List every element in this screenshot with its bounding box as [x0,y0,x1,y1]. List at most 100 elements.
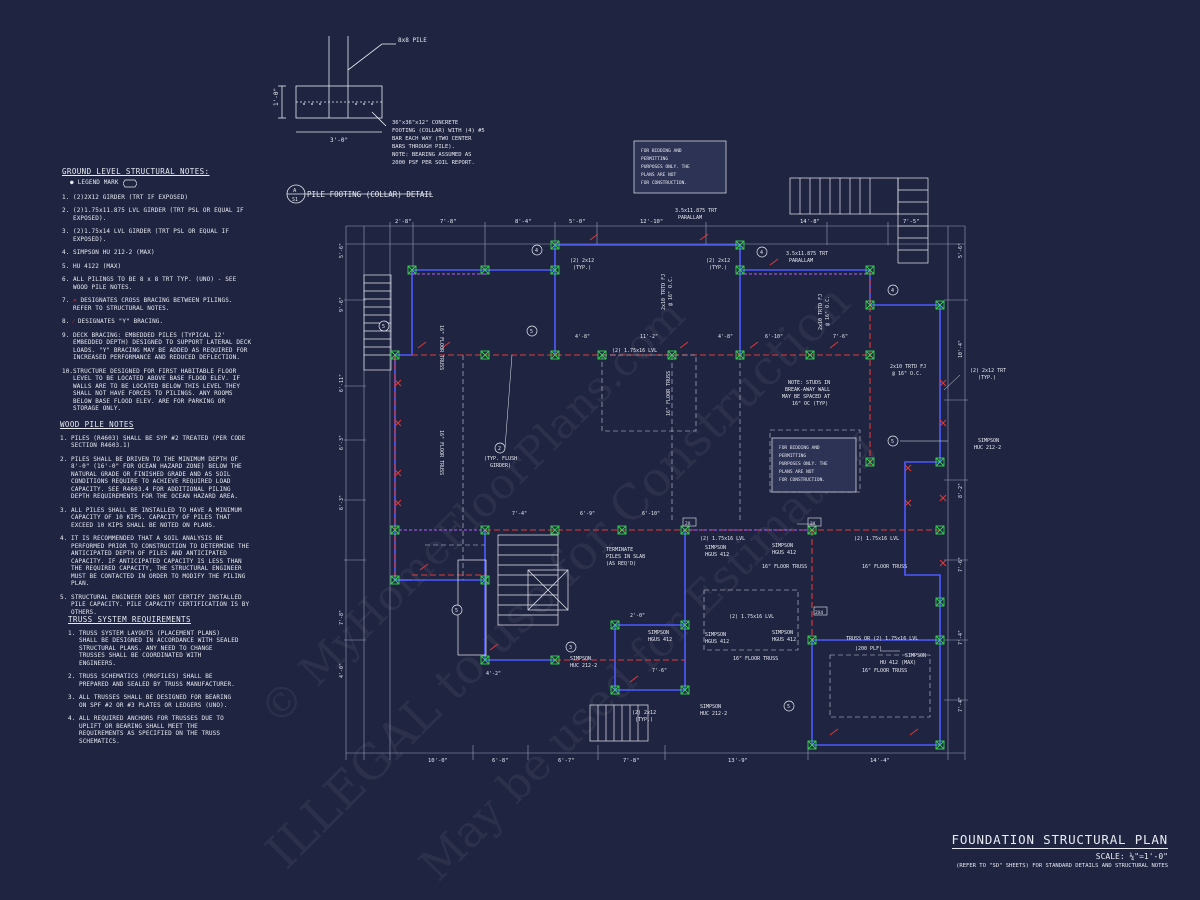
plan-labels: 3.5x11.875 TRT PARALLAM 3.5x11.875 TRT P… [438,208,1006,723]
svg-text:16" FLOOR TRUSS: 16" FLOOR TRUSS [666,371,672,416]
svg-text:36"x36"x12" CONCRETE: 36"x36"x12" CONCRETE [392,120,458,126]
ground-note-item: 2.(2)1.75x11.875 LVL GIRDER (TRT PSL OR … [62,207,244,222]
svg-text:(TYP.): (TYP.) [635,717,653,723]
svg-text:9'-6": 9'-6" [339,297,345,312]
pile-footing-detail [278,36,432,204]
truss-note-item: 4.ALL REQUIRED ANCHORS FOR TRUSSES DUE T… [68,715,224,745]
svg-text:SIMPSON: SIMPSON [705,545,726,551]
ground-level-notes: GROUND LEVEL STRUCTURAL NOTES: ● LEGEND … [62,168,253,419]
svg-text:@ 16" O.C.: @ 16" O.C. [668,276,674,306]
svg-text:HGUS 412: HGUS 412 [772,550,796,556]
wood-note-item: 1.PILES (R4603) SHALL BE SYP #2 TREATED … [60,434,246,450]
svg-text:7'-8": 7'-8" [623,758,640,764]
ground-note-item: 8.⁄ DESIGNATES "Y" BRACING. [62,318,164,325]
svg-text:(2) 1.75x16 LVL: (2) 1.75x16 LVL [700,536,745,542]
legend-mark-icon [122,179,137,187]
svg-text:MAY BE SPACED AT: MAY BE SPACED AT [782,394,830,400]
svg-text:BARS THROUGH PILE).: BARS THROUGH PILE). [392,144,455,150]
svg-text:PERMITTING: PERMITTING [641,156,668,162]
svg-text:HU 412 (MAX): HU 412 (MAX) [880,660,916,666]
svg-text:(2) 1.75x16 LVL: (2) 1.75x16 LVL [729,614,774,620]
svg-text:7'-8": 7'-8" [440,219,457,225]
svg-text:NOTE: STUDS IN: NOTE: STUDS IN [788,380,830,386]
svg-text:7'-6": 7'-6" [958,557,964,572]
ground-note-item: 4.SIMPSON HU 212-2 (MAX) [62,249,155,256]
permit-stamp-text: FOR BIDDING AND PERMITTING PURPOSES ONLY… [641,148,828,483]
truss-note-item: 3.ALL TRUSSES SHALL BE DESIGNED FOR BEAR… [68,694,232,709]
svg-text:16" FLOOR TRUSS: 16" FLOOR TRUSS [762,564,807,570]
svg-text:5: 5 [382,324,385,330]
callout-numbers: 4 4 4 5 5 2 5 5 5 3 [382,248,894,710]
svg-text:5: 5 [787,704,790,710]
permit-stamps [633,140,857,493]
svg-text:HUC 212-2: HUC 212-2 [570,663,597,669]
svg-text:SIMPSON: SIMPSON [705,632,726,638]
svg-text:PURPOSES ONLY. THE: PURPOSES ONLY. THE [641,164,690,170]
svg-text:(2) 1.75x16 LVL: (2) 1.75x16 LVL [612,348,657,354]
callout-tags [682,517,828,616]
svg-text:FOR BIDDING AND: FOR BIDDING AND [779,445,820,451]
wood-note-item: 4.IT IS RECOMMENDED THAT A SOIL ANALYSIS… [60,535,250,587]
ground-notes-heading: GROUND LEVEL STRUCTURAL NOTES: [62,167,210,176]
bottom-dimensions: 10'-0" 6'-8" 6'-7" 7'-8" 13'-9" 14'-4" [428,758,890,764]
svg-text:PERMITTING: PERMITTING [779,453,806,459]
svg-text:6'-10": 6'-10" [765,334,783,340]
detail-rebar [303,103,373,105]
detail-title: PILE FOOTING (COLLAR) DETAIL [307,190,434,199]
ground-note-item: 9.DECK BRACING: EMBEDDED PILES (TYPICAL … [62,331,252,362]
y-bracing-icon: ⁄ [73,318,75,325]
svg-text:PILES IN SLAB: PILES IN SLAB [606,554,645,560]
ledgers [399,273,866,531]
top-dimensions: 2'-8" 7'-8" 8'-4" 5'-0" 12'-10" 14'-8" 7… [395,219,920,225]
svg-text:2: 2 [498,446,501,452]
legend-row: ● LEGEND MARK [70,179,253,188]
svg-text:7'-6": 7'-6" [833,334,848,340]
svg-text:SIMPSON: SIMPSON [570,656,591,662]
svg-text:2x10 TRTD FJ: 2x10 TRTD FJ [661,274,667,310]
wood-pile-notes: WOOD PILE NOTES 1.PILES (R4603) SHALL BE… [60,421,251,622]
svg-text:7'-6": 7'-6" [652,668,667,674]
svg-text:@ 16" O.C.: @ 16" O.C. [825,296,831,326]
svg-text:3: 3 [569,645,572,651]
wood-notes-heading: WOOD PILE NOTES [60,420,134,429]
detail-callout-bottom: S1 [292,197,298,203]
svg-text:14'-8": 14'-8" [800,219,820,225]
svg-text:6'-10": 6'-10" [642,511,660,517]
svg-text:5'-6": 5'-6" [958,243,964,258]
ground-note-item: 7.✕ DESIGNATES CROSS BRACING BETWEEN PIL… [62,297,233,312]
svg-text:BREAK-AWAY WALL: BREAK-AWAY WALL [785,387,830,393]
svg-text:SIMPSON: SIMPSON [905,653,926,659]
svg-text:SIMPSON: SIMPSON [978,438,999,444]
svg-text:(TYP.): (TYP.) [573,265,591,271]
svg-text:(2) 2x12: (2) 2x12 [570,258,594,264]
svg-text:4'-8": 4'-8" [575,334,590,340]
legend-dot-icon: ● [70,179,74,187]
svg-text:FOR BIDDING AND: FOR BIDDING AND [641,148,682,154]
cross-bracing [394,233,947,736]
svg-text:16" FLOOR TRUSS: 16" FLOOR TRUSS [733,656,778,662]
ground-note-item: 3.(2)1.75x14 LVL GIRDER (TRT PSL OR EQUA… [62,228,229,243]
svg-text:SIMPSON: SIMPSON [772,630,793,636]
svg-text:PARALLAM: PARALLAM [789,258,813,264]
svg-text:5: 5 [530,329,533,335]
svg-text:8'-4": 8'-4" [515,219,532,225]
svg-text:5'-0": 5'-0" [569,219,586,225]
svg-text:6'-9": 6'-9" [580,511,595,517]
interior-guides [425,354,931,718]
title-block: FOUNDATION STRUCTURAL PLAN SCALE: ¼"=1'-… [951,829,1168,869]
ground-note-item: 1.(2)2X12 GIRDER (TRT IF EXPOSED) [62,193,189,201]
wood-note-item: 5.STRUCTURAL ENGINEER DOES NOT CERTIFY I… [60,593,250,616]
svg-text:GIRDER): GIRDER) [490,463,511,469]
svg-text:TRUSS OR (2) 1.75x16 LVL: TRUSS OR (2) 1.75x16 LVL [846,636,918,642]
wood-note-item: 3.ALL PILES SHALL BE INSTALLED TO HAVE A… [60,506,242,529]
girders [394,244,941,746]
svg-text:4: 4 [891,288,894,294]
svg-text:PURPOSES ONLY. THE: PURPOSES ONLY. THE [779,461,828,467]
svg-text:10'-0": 10'-0" [428,758,448,764]
svg-text:2X: 2X [685,521,691,527]
svg-text:2'-8": 2'-8" [395,219,412,225]
cross-bracing-icon: ✕ [73,297,77,304]
svg-text:TERMINATE: TERMINATE [606,547,633,553]
drawing-title: FOUNDATION STRUCTURAL PLAN [951,832,1168,849]
svg-text:4: 4 [760,250,763,256]
